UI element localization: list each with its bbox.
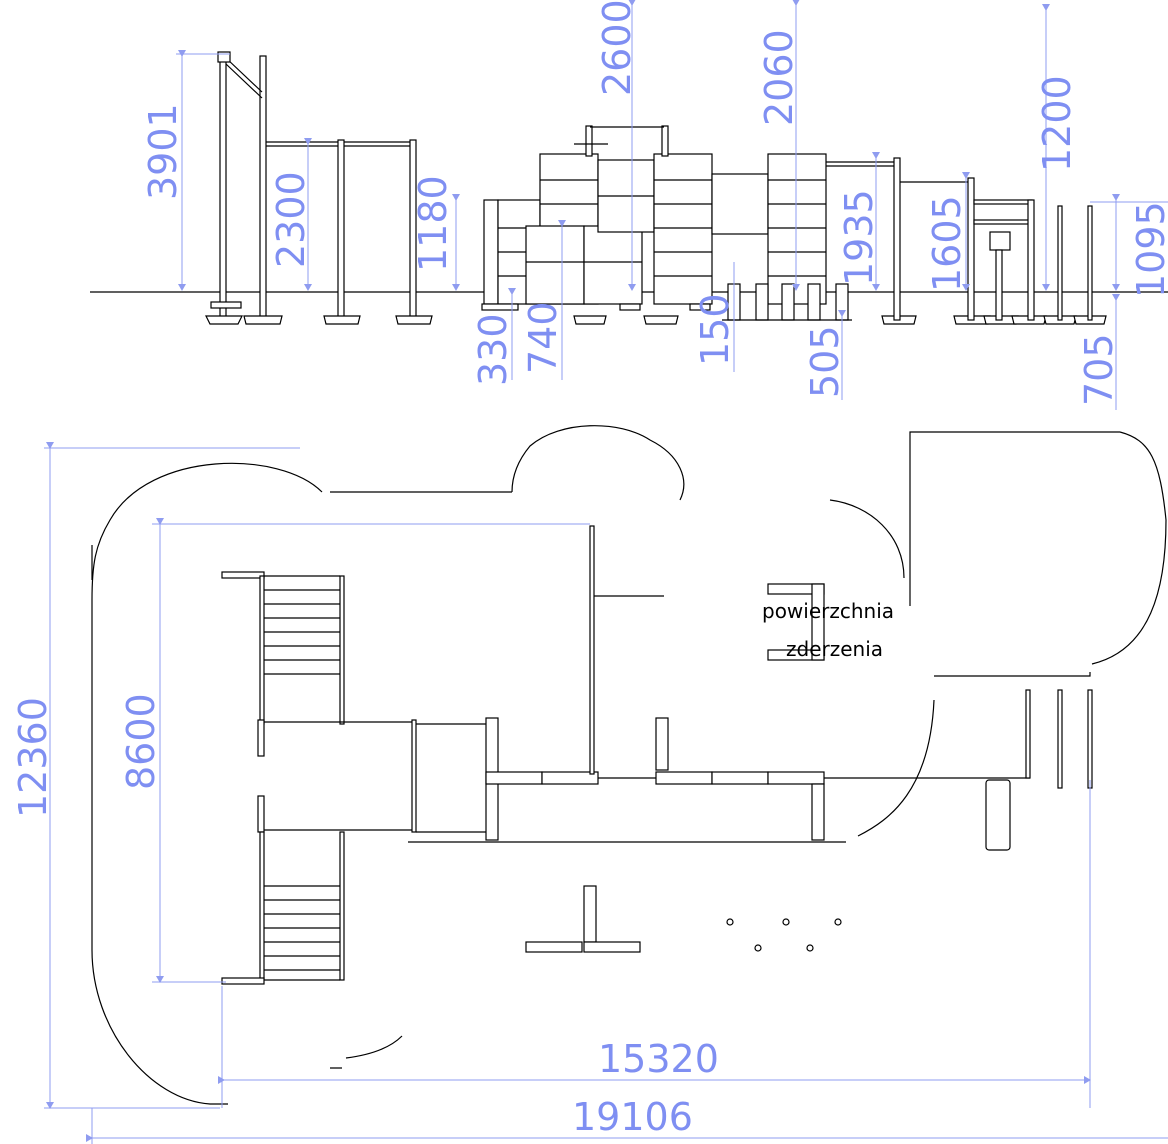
pullup-frame [217,51,417,321]
dim-3901: 3901 [141,103,185,200]
safety-surface-outline [91,425,1167,1105]
block-structure [481,125,1093,321]
center-connectors [411,525,1093,953]
dim-19106: 19106 [572,1095,693,1139]
dim-2600: 2600 [595,0,639,96]
dim-150: 150 [693,293,737,366]
dim-12360: 12360 [11,697,55,818]
plan-dimension-lines [44,442,1168,1144]
elevation-dimension-lines [176,0,1168,410]
dim-1180: 1180 [411,175,455,272]
surface-label-line2: zderzenia [786,637,883,661]
dim-705: 705 [1077,333,1121,406]
dim-8600: 8600 [119,693,163,790]
dim-2060: 2060 [757,29,801,126]
dim-1200: 1200 [1035,75,1079,172]
elevation-view: 3901 2300 1180 2600 2060 1935 1605 1200 … [90,0,1168,410]
dim-1935: 1935 [837,189,881,286]
plan-view: 12360 8600 15320 19106 powierzchnia zder… [11,425,1168,1144]
ladder-upper [221,571,412,757]
dim-330: 330 [471,313,515,386]
dim-2300: 2300 [269,171,313,268]
dim-15320: 15320 [598,1037,719,1081]
dim-1605: 1605 [925,195,969,292]
dim-1095: 1095 [1129,201,1168,298]
ladder-lower [221,795,412,985]
dim-740: 740 [521,301,565,374]
dim-505: 505 [803,325,847,398]
surface-label-line1: powierzchnia [762,599,894,623]
